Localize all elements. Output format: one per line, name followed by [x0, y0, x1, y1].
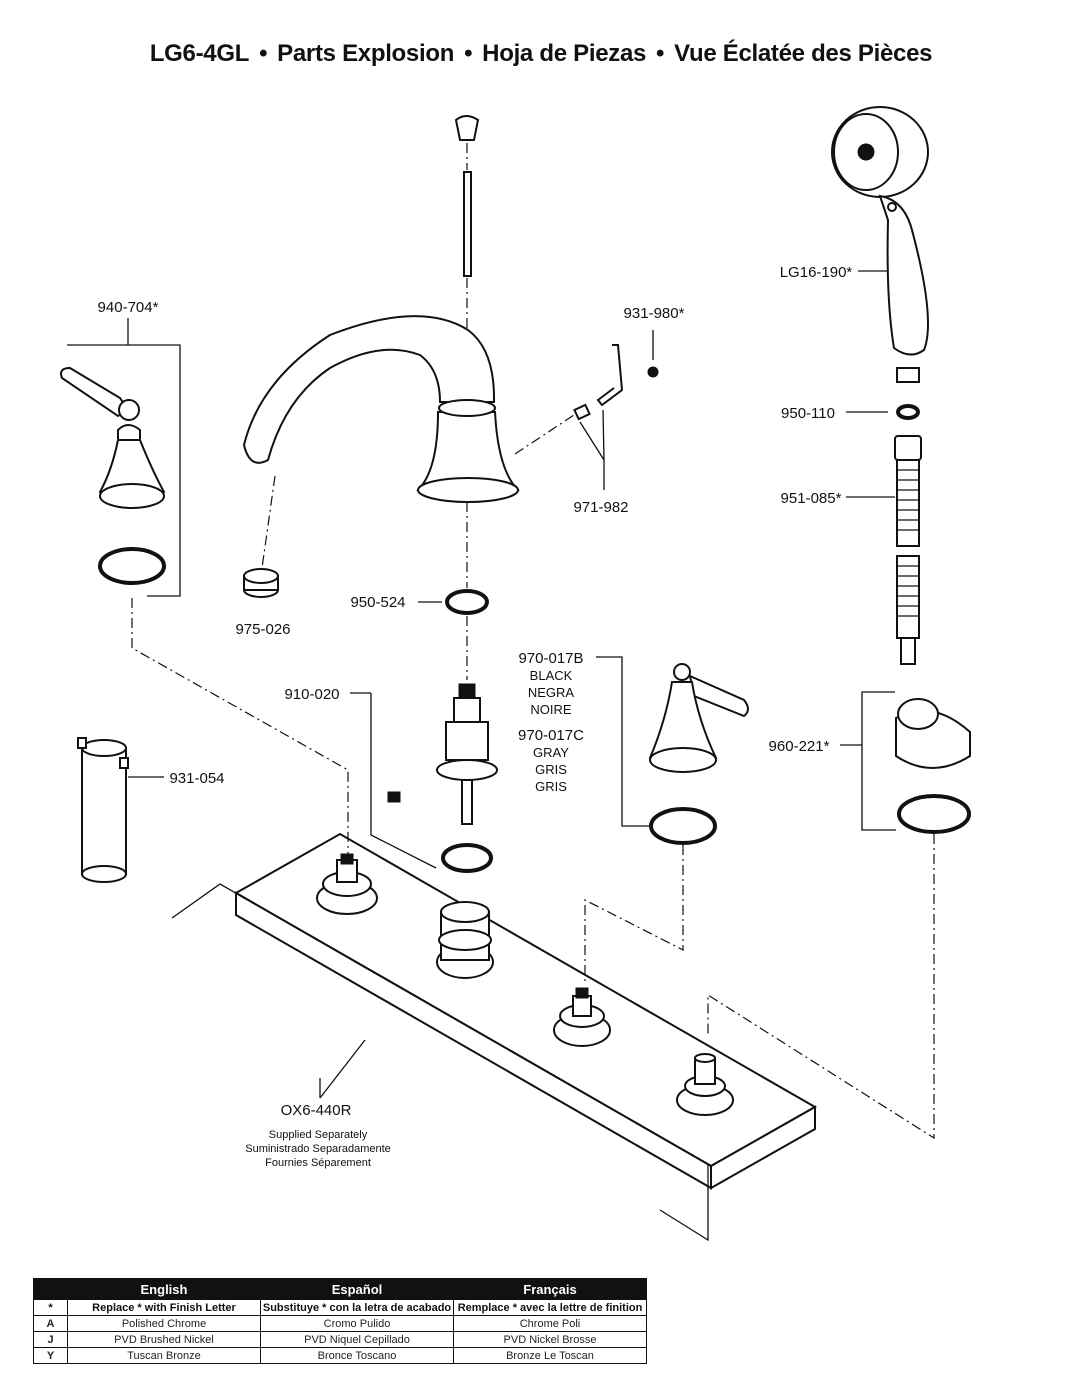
lift-rod: [454, 115, 480, 277]
finish-code: *: [33, 1299, 68, 1316]
left-handle: [60, 366, 166, 509]
label-951-085: 951-085*: [781, 490, 842, 507]
diverter-valve: [676, 1053, 734, 1116]
parts-diagram: 940-704* 931-980* 971-982 975-026 950-52…: [60, 106, 971, 1242]
label-supplied-es: Suministrado Separadamente: [245, 1143, 391, 1155]
left-handle-dashline: [131, 598, 349, 860]
label-940-704: 940-704*: [98, 299, 159, 316]
finish-header-blank: [33, 1278, 68, 1300]
label-970-017c: 970-017C: [518, 727, 584, 744]
set-screw-971: [573, 403, 591, 421]
label-black-en: BLACK: [530, 668, 573, 683]
table-row: * Replace * with Finish Letter Substituy…: [33, 1299, 647, 1316]
label-931-980: 931-980*: [624, 305, 685, 322]
title-separator-3: •: [656, 40, 665, 67]
finish-en: PVD Brushed Nickel: [67, 1331, 261, 1348]
label-950-110: 950-110: [781, 405, 835, 422]
holder-bracket: [861, 691, 896, 831]
left-handle-ring: [98, 547, 166, 585]
holder-ring: [897, 794, 971, 834]
finish-table-header: English Español Français: [33, 1278, 647, 1300]
right-handle-bracket: [596, 656, 650, 827]
shower-holder: [895, 698, 971, 769]
label-black-fr: NOIRE: [530, 702, 572, 717]
o-ring-950-524: [445, 589, 489, 615]
label-gray-en: GRAY: [533, 745, 569, 760]
diverter-o-ring: [441, 843, 493, 873]
finish-fr: Bronze Le Toscan: [453, 1347, 647, 1364]
screw-leader-2: [602, 409, 605, 461]
allen-wrench: [596, 344, 624, 407]
finish-es: PVD Niquel Cepillado: [260, 1331, 454, 1348]
label-931-054: 931-054: [169, 770, 224, 787]
label-ox6-440r: OX6-440R: [281, 1102, 352, 1119]
title-separator-1: •: [259, 40, 268, 67]
set-screw: [647, 366, 659, 378]
title-separator-2: •: [464, 40, 473, 67]
right-valve: [553, 987, 611, 1047]
table-row: Y Tuscan Bronze Bronce Toscano Bronze Le…: [33, 1347, 647, 1364]
hose: [894, 435, 922, 665]
right-handle: [648, 663, 749, 773]
label-lg16-190: LG16-190*: [780, 264, 853, 281]
finish-header-francais: Français: [453, 1278, 647, 1300]
label-gray-fr: GRIS: [535, 779, 567, 794]
finish-en: Polished Chrome: [67, 1315, 261, 1332]
label-gray-es: GRIS: [535, 762, 567, 777]
screw-dashline: [514, 414, 575, 455]
finish-code: J: [33, 1331, 68, 1348]
finish-es: Cromo Pulido: [260, 1315, 454, 1332]
label-black-es: NEGRA: [528, 685, 575, 700]
finish-code: Y: [33, 1347, 68, 1364]
spout: [242, 315, 520, 503]
hand-shower: [831, 106, 929, 383]
page-title: LG6-4GL • Parts Explosion • Hoja de Piezas • V…: [0, 40, 1082, 68]
finish-table: English Español Français * Replace * wit…: [33, 1278, 647, 1364]
label-910-020: 910-020: [284, 686, 339, 703]
finish-code: A: [33, 1315, 68, 1332]
finish-en: Tuscan Bronze: [67, 1347, 261, 1364]
title-fr: Vue Éclatée des Pièces: [674, 40, 933, 67]
deck-bracket-line: [171, 883, 709, 1242]
aerator-dashline: [261, 475, 276, 569]
table-row: A Polished Chrome Cromo Pulido Chrome Po…: [33, 1315, 647, 1332]
diverter-cartridge: [387, 683, 498, 825]
finish-en: Replace * with Finish Letter: [67, 1299, 261, 1316]
diverter-bracket: [370, 693, 437, 869]
label-950-524: 950-524: [350, 594, 405, 611]
finish-es: Bronce Toscano: [260, 1347, 454, 1364]
left-handle-bracket: [67, 344, 181, 597]
left-valve: [316, 853, 378, 915]
deck-leader: [319, 1039, 366, 1099]
label-970-017b: 970-017B: [518, 650, 583, 667]
label-975-026: 975-026: [235, 621, 290, 638]
finish-fr: Remplace * avec la lettre de finition: [453, 1299, 647, 1316]
label-960-221: 960-221*: [769, 738, 830, 755]
finish-header-english: English: [67, 1278, 261, 1300]
aerator: [243, 568, 279, 598]
title-en: Parts Explosion: [277, 40, 455, 67]
title-es: Hoja de Piezas: [482, 40, 647, 67]
label-971-982: 971-982: [573, 499, 628, 516]
right-handle-ring: [649, 807, 717, 845]
finish-header-espanol: Español: [260, 1278, 454, 1300]
finish-fr: PVD Nickel Brosse: [453, 1331, 647, 1348]
screw-leader-1: [579, 421, 605, 461]
finish-es: Substituye * con la letra de acabado: [260, 1299, 454, 1316]
table-row: J PVD Brushed Nickel PVD Niquel Cepillad…: [33, 1331, 647, 1348]
right-handle-dashline: [584, 845, 684, 985]
finish-fr: Chrome Poli: [453, 1315, 647, 1332]
label-supplied-fr: Fournies Séparement: [265, 1157, 371, 1169]
washer-950-110: [896, 404, 920, 420]
install-wrench: [77, 737, 129, 883]
spout-shank: [436, 901, 494, 979]
title-model: LG6-4GL: [149, 40, 250, 67]
label-supplied-en: Supplied Separately: [269, 1129, 368, 1141]
